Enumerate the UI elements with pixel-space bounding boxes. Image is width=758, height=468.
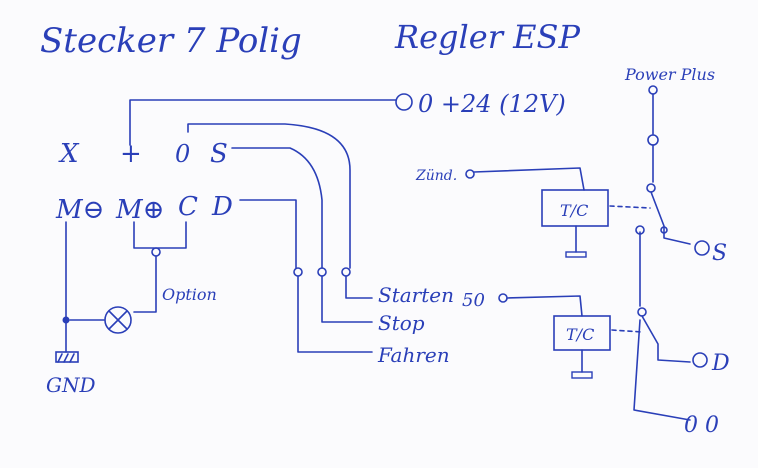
pin-m-plus: M⊕ — [115, 195, 164, 225]
terminal-c — [341, 267, 351, 277]
pin-plus: + — [120, 139, 142, 169]
wire-50 — [506, 295, 583, 317]
relay1-ground — [565, 251, 587, 258]
wire-zuendung — [473, 167, 585, 191]
terminal-out-d — [692, 352, 708, 368]
label-starter: Starten — [378, 283, 454, 307]
pin-zero: 0 — [175, 140, 190, 168]
terminal-power-plus — [648, 85, 658, 95]
relay2-coupling — [611, 329, 643, 333]
fuse-top — [647, 134, 659, 146]
relay1-box — [541, 189, 609, 227]
wire-supply — [129, 99, 397, 146]
label-50: 50 — [462, 290, 485, 311]
label-gnd: GND — [46, 373, 96, 397]
relay1-contact — [650, 191, 691, 245]
terminal-a — [293, 267, 303, 277]
label-out-s: S — [712, 241, 727, 266]
switch-node-2 — [660, 226, 668, 234]
terminal-b — [317, 267, 327, 277]
lamp-icon — [104, 306, 132, 334]
pin-x: X — [58, 139, 80, 169]
switch-node-3 — [637, 307, 647, 317]
wire-bottom — [633, 319, 691, 421]
relay2-label: T/C — [566, 325, 594, 344]
relay2-contact — [641, 315, 691, 363]
terminal-zuendung — [465, 169, 475, 179]
title-connector: Stecker 7 Polig — [40, 21, 302, 61]
pin-s: S — [210, 139, 228, 169]
wire-stop — [321, 275, 373, 323]
wire-zero — [187, 123, 351, 269]
pin-m-minus: M⊖ — [55, 195, 104, 225]
switch-node-1 — [646, 183, 656, 193]
terminal-supply — [395, 93, 413, 111]
label-power-plus: Power Plus — [624, 65, 715, 84]
wire-d — [239, 199, 297, 269]
wire-starter — [345, 275, 373, 299]
branch-node — [635, 225, 645, 235]
ground-icon — [55, 351, 79, 363]
pin-c: C — [178, 192, 198, 222]
wire-s — [231, 147, 323, 269]
pin-d: D — [211, 192, 233, 222]
label-supply: 0 +24 (12V) — [418, 90, 566, 118]
junction-gnd — [62, 316, 70, 324]
relay1-label: T/C — [560, 201, 588, 220]
title-regulator: Regler ESP — [394, 18, 580, 56]
junction-option — [151, 247, 161, 257]
label-fahren: Fahren — [377, 343, 450, 367]
terminal-50 — [498, 293, 508, 303]
wire-fahren — [297, 275, 373, 353]
label-out-bottom: 0 0 — [684, 413, 719, 438]
terminal-out-s — [694, 240, 710, 256]
label-option: Option — [162, 285, 217, 304]
relay1-coupling — [609, 205, 651, 209]
wire-option — [133, 255, 157, 313]
wire-mplus-c — [133, 221, 187, 249]
relay2-ground — [571, 371, 593, 379]
label-stop: Stop — [378, 311, 425, 335]
label-zuendung: Zünd. — [415, 168, 457, 184]
label-out-d: D — [711, 351, 730, 376]
